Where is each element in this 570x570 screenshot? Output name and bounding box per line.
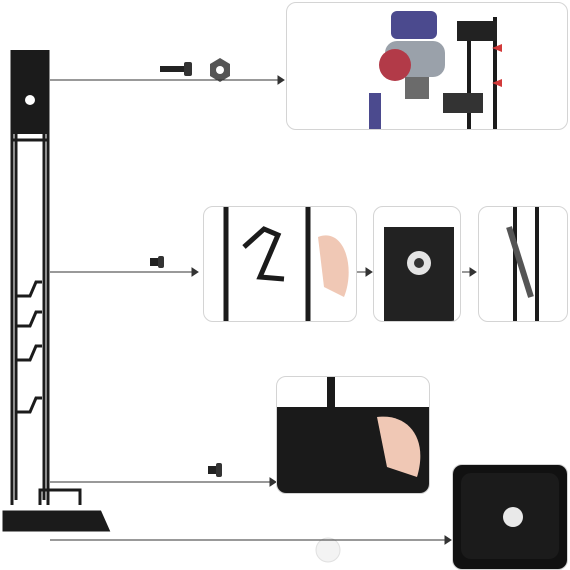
panel-foot-pad [452, 464, 568, 570]
bolt-icon [160, 62, 192, 76]
panel-base-assembly [276, 376, 430, 494]
panel-accessory-attached [478, 206, 568, 322]
foot-pad-icon [315, 537, 341, 563]
stand-icon [2, 50, 111, 532]
panel-hook-install [203, 206, 357, 322]
panel-screw-closeup [373, 206, 461, 322]
hex-nut-icon [210, 58, 230, 82]
screw-icon [150, 256, 164, 268]
vacuum-illustration [369, 11, 502, 129]
panel-vacuum-mounted [286, 2, 568, 130]
foot-screw-icon [208, 463, 222, 477]
